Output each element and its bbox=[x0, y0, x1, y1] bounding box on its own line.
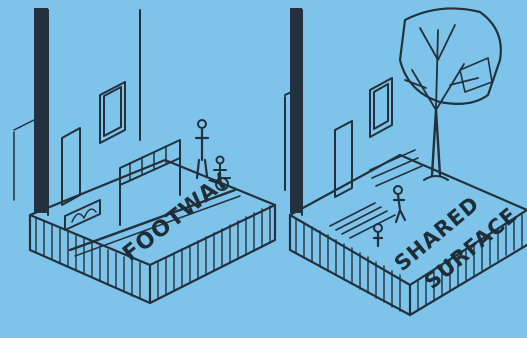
sketch-scene: FOOTWAY bbox=[0, 0, 527, 338]
